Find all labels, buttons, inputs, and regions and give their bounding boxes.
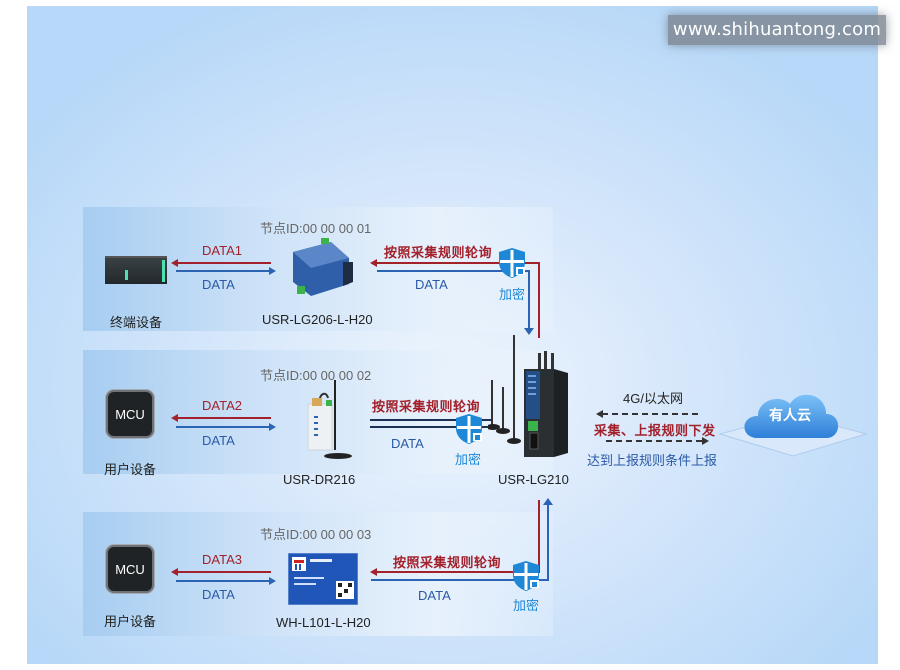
network-label: 4G/以太网 <box>623 391 683 406</box>
arrow-to-terminal-2 <box>171 414 271 422</box>
watermark: www.shihuantong.com <box>668 15 886 45</box>
data-line-3 <box>371 579 548 581</box>
downstream-data-2: DATA <box>202 433 235 448</box>
encrypt-shield-icon <box>456 414 482 444</box>
node-id-2: 节点ID:00 00 00 02 <box>260 368 372 383</box>
poll-text-1: 按照采集规则轮询 <box>384 245 493 260</box>
wh-l101-module-icon <box>288 553 358 605</box>
upstream-data-3: DATA3 <box>202 552 242 567</box>
device-label-1: USR-LG206-L-H20 <box>262 312 373 327</box>
downstream-data-1: DATA <box>202 277 235 292</box>
terminal-label-2: 用户设备 <box>104 462 157 477</box>
encrypt-label-1: 加密 <box>499 287 526 302</box>
blue-vertical-3 <box>547 504 549 581</box>
poll-text-2: 按照采集规则轮询 <box>372 399 481 414</box>
node-id-3: 节点ID:00 00 00 03 <box>260 527 372 542</box>
arrow-to-device-2 <box>176 423 276 431</box>
down-arrowhead-1 <box>524 328 534 335</box>
uplink-arrowhead <box>702 437 709 445</box>
uplink-dashed-arrow <box>606 440 702 442</box>
encrypt-shield-icon <box>499 248 525 278</box>
uplink-text: 达到上报规则条件上报 <box>587 453 718 468</box>
encrypt-shield-icon <box>513 561 539 591</box>
downlink-text: 采集、上报规则下发 <box>594 423 716 438</box>
link-line-2a <box>370 419 492 421</box>
gateway-label: USR-LG210 <box>498 472 569 487</box>
plc-icon <box>105 256 167 284</box>
poll-arrow-1 <box>370 259 538 267</box>
arrow-to-device-1 <box>176 267 276 275</box>
mcu-chip-icon: MCU <box>108 392 152 436</box>
usr-lg210-gateway-icon <box>488 335 568 457</box>
cloud-label: 有人云 <box>769 407 811 423</box>
terminal-label-1: 终端设备 <box>110 315 163 330</box>
blue-vertical-1 <box>528 270 530 332</box>
upstream-data-2: DATA2 <box>202 398 242 413</box>
poll-arrow-3 <box>370 568 538 576</box>
link-line-2b <box>370 426 492 428</box>
device-label-3: WH-L101-L-H20 <box>276 615 371 630</box>
terminal-label-3: 用户设备 <box>104 614 157 629</box>
link-data-3: DATA <box>418 588 451 603</box>
mcu-chip-icon: MCU <box>108 547 152 591</box>
up-arrowhead-3 <box>543 498 553 505</box>
device-label-2: USR-DR216 <box>283 472 356 487</box>
link-data-2: DATA <box>391 436 424 451</box>
poll-text-3: 按照采集规则轮询 <box>393 555 502 570</box>
cloud-platform-icon <box>718 394 868 457</box>
downlink-arrowhead <box>596 410 603 418</box>
encrypt-label-2: 加密 <box>455 452 482 467</box>
data-line-1 <box>377 270 528 272</box>
arrow-to-terminal-1 <box>171 259 271 267</box>
node-id-1: 节点ID:00 00 00 01 <box>260 221 372 236</box>
arrow-to-terminal-3 <box>171 568 271 576</box>
link-data-1: DATA <box>415 277 448 292</box>
usr-lg206-device-icon <box>293 238 353 296</box>
red-vertical-3 <box>538 500 540 573</box>
red-vertical-1 <box>538 262 540 338</box>
upstream-data-1: DATA1 <box>202 243 242 258</box>
downlink-dashed-arrow <box>602 413 698 415</box>
downstream-data-3: DATA <box>202 587 235 602</box>
arrow-to-device-3 <box>176 577 276 585</box>
usr-dr216-device-icon <box>307 380 352 459</box>
encrypt-label-3: 加密 <box>513 598 540 613</box>
